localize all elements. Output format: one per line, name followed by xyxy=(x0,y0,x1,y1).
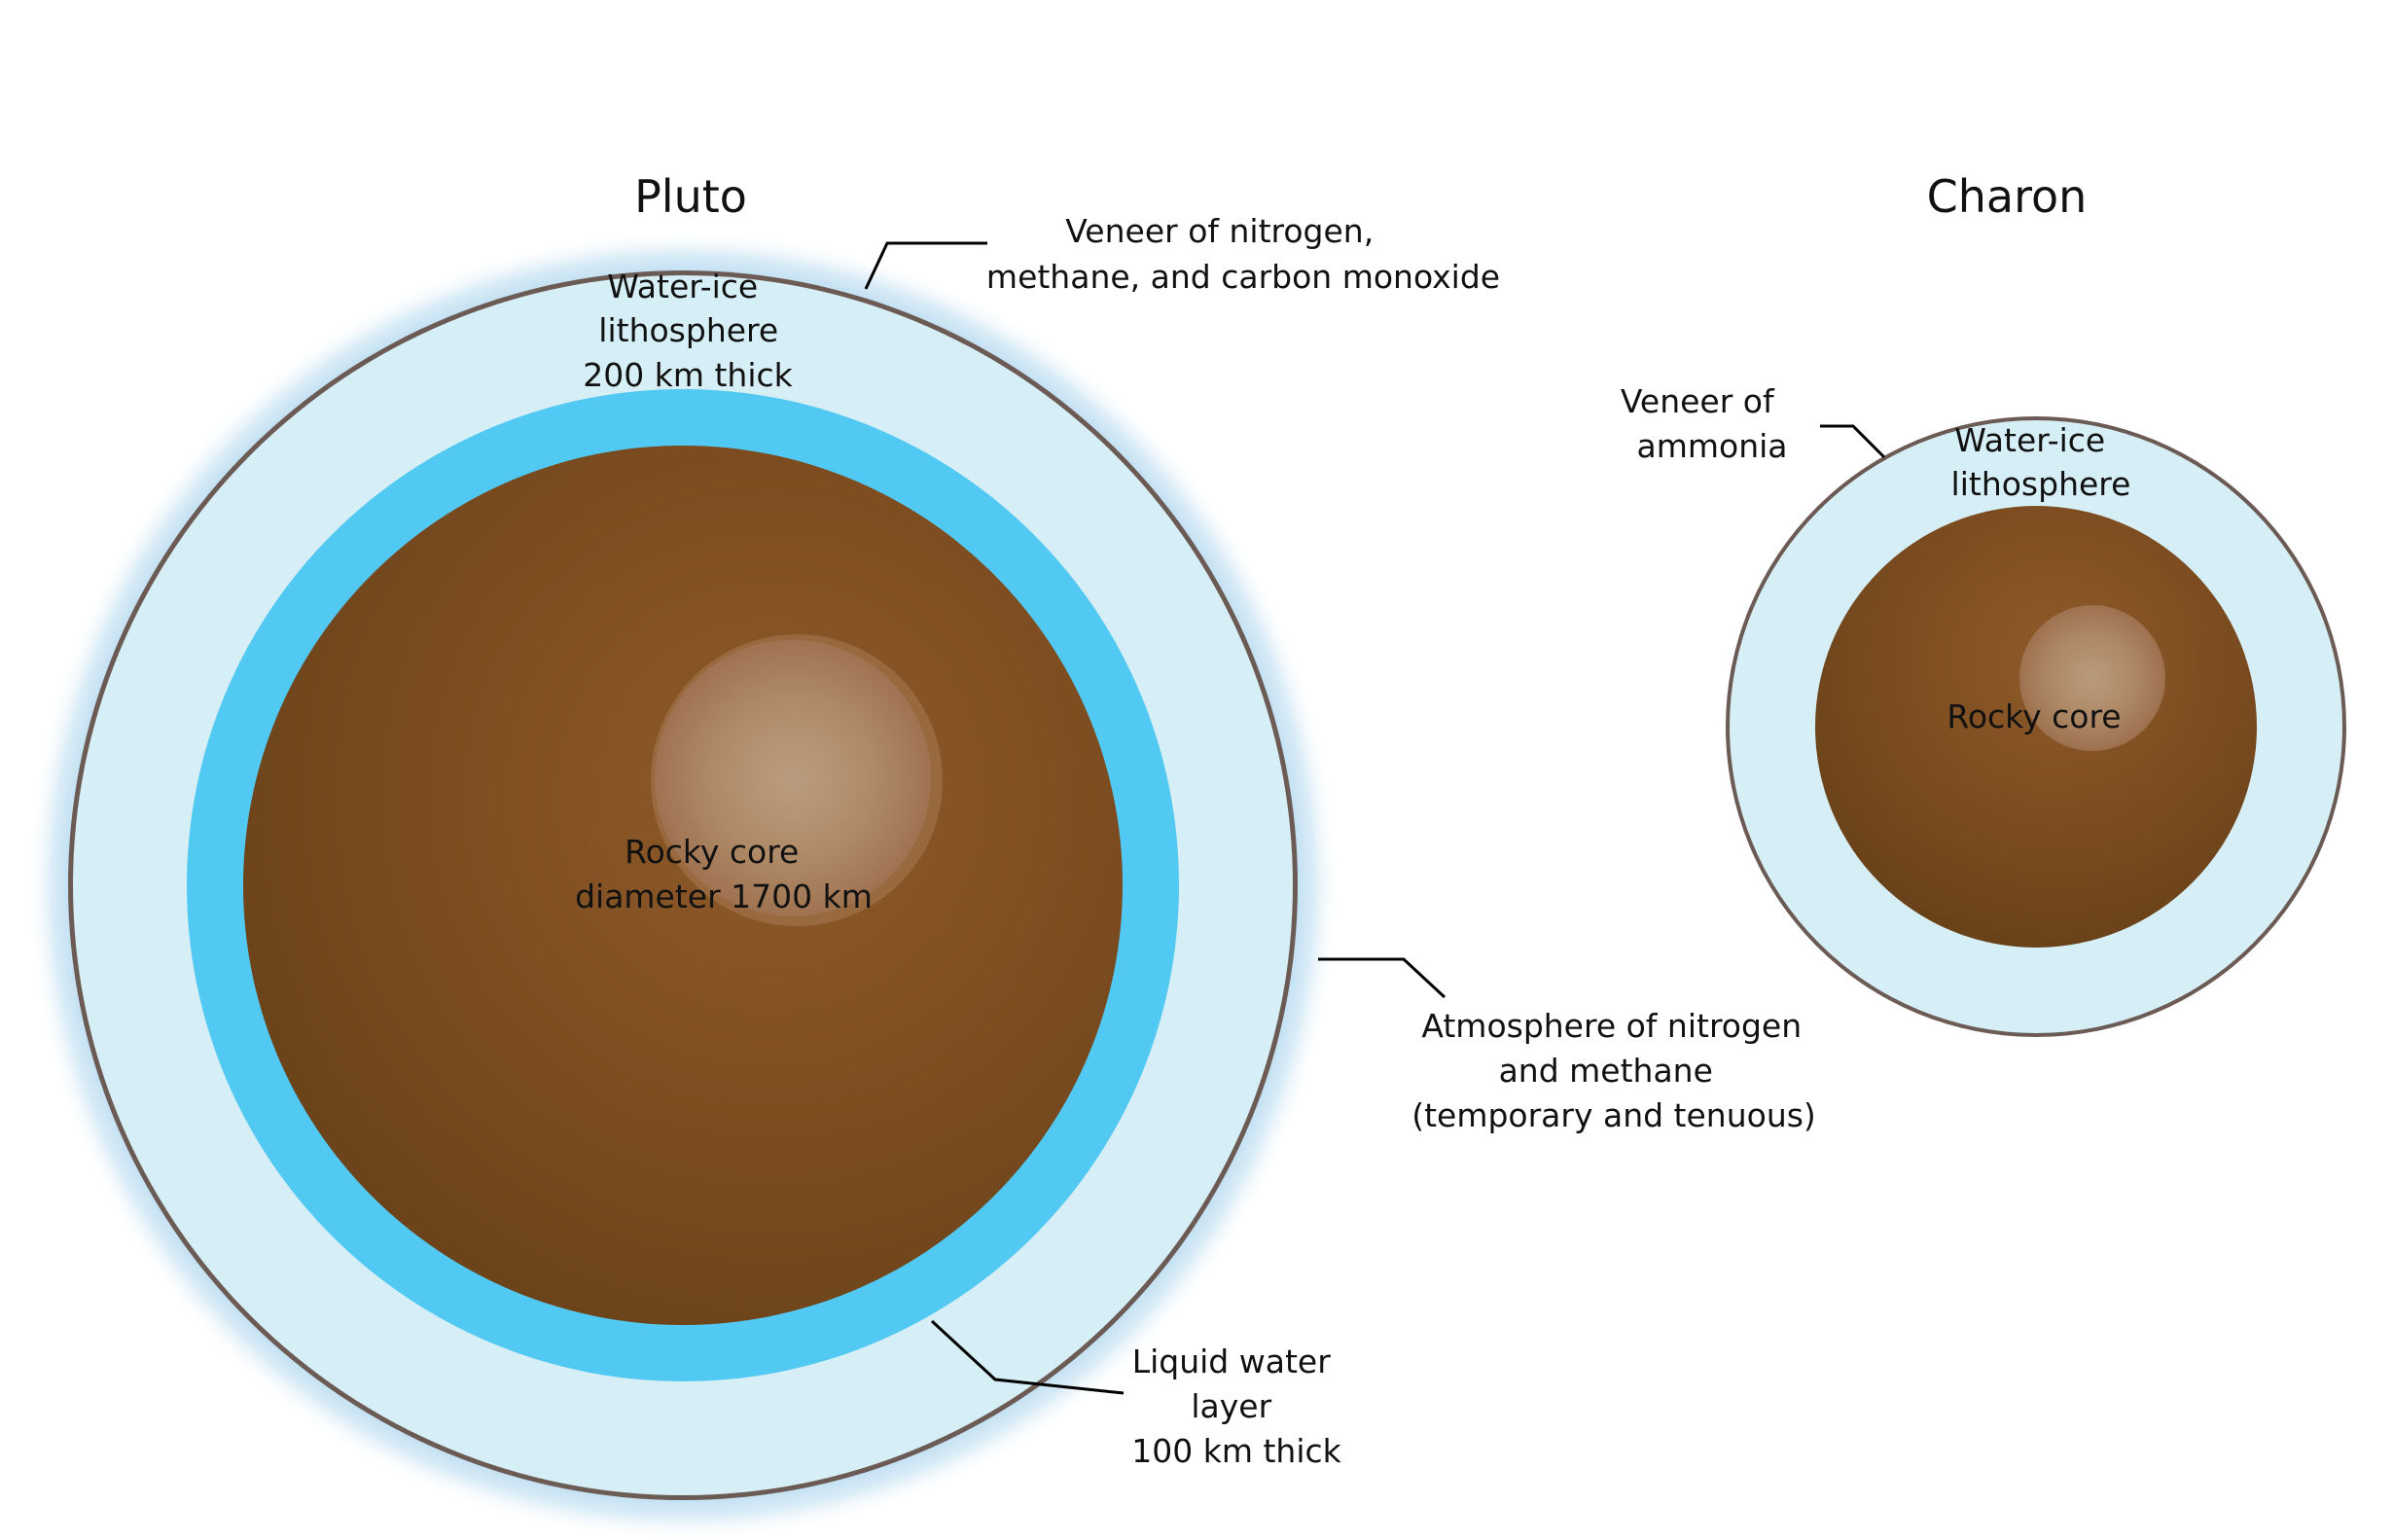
pluto-liquid-layer-label: Liquid water layer 100 km thick xyxy=(1131,1343,1341,1470)
pluto-veneer-leader-line xyxy=(864,241,987,290)
pluto-atmosphere-leader-line xyxy=(1318,957,1447,999)
pluto-core-label: Rocky core diameter 1700 km xyxy=(575,833,873,915)
charon-veneer-leader-line xyxy=(1820,424,1886,459)
pluto-veneer-label: Veneer of nitrogen, methane, and carbon … xyxy=(986,212,1500,296)
pluto-body xyxy=(26,229,1339,1540)
pluto-atmosphere-label: Atmosphere of nitrogen and methane (temp… xyxy=(1411,1007,1816,1134)
pluto-core-highlight xyxy=(655,640,931,916)
pluto-lithosphere-label: Water-ice lithosphere 200 km thick xyxy=(583,268,793,394)
charon-veneer-label: Veneer of ammonia xyxy=(1621,382,1788,465)
pluto-title: Pluto xyxy=(634,170,747,223)
charon-body xyxy=(1726,416,2346,1037)
charon-core-label: Rocky core xyxy=(1947,698,2121,735)
pluto-liquid-layer-leader-line xyxy=(930,1319,1125,1395)
pluto-rocky-core xyxy=(243,446,1123,1325)
charon-title: Charon xyxy=(1927,170,2088,223)
charon-rocky-core xyxy=(1815,506,2257,948)
charon-core-highlight xyxy=(2019,605,2165,751)
charon-lithosphere-label: Water-ice lithosphere xyxy=(1951,421,2131,503)
